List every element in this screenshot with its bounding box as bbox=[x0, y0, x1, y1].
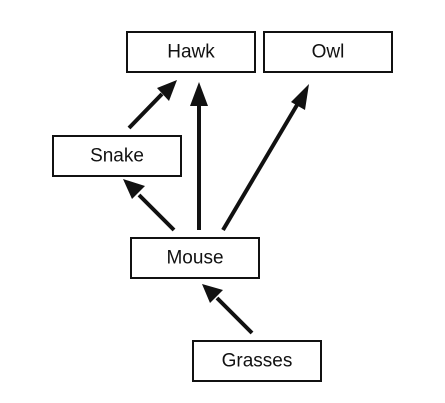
node-owl-label: Owl bbox=[312, 42, 345, 63]
node-hawk-label: Hawk bbox=[167, 42, 215, 63]
node-snake: Snake bbox=[52, 135, 182, 177]
node-snake-label: Snake bbox=[90, 146, 144, 167]
arrow-snake-to-hawk bbox=[127, 80, 177, 130]
arrow-grasses-to-mouse bbox=[202, 284, 254, 335]
node-hawk: Hawk bbox=[126, 31, 256, 73]
node-mouse: Mouse bbox=[130, 237, 260, 279]
node-grasses: Grasses bbox=[192, 340, 322, 382]
arrow-mouse-to-owl bbox=[221, 84, 309, 232]
node-mouse-label: Mouse bbox=[166, 248, 223, 269]
node-grasses-label: Grasses bbox=[222, 351, 293, 372]
node-owl: Owl bbox=[263, 31, 393, 73]
arrow-mouse-to-snake bbox=[123, 179, 176, 232]
arrow-mouse-to-hawk bbox=[190, 82, 208, 230]
